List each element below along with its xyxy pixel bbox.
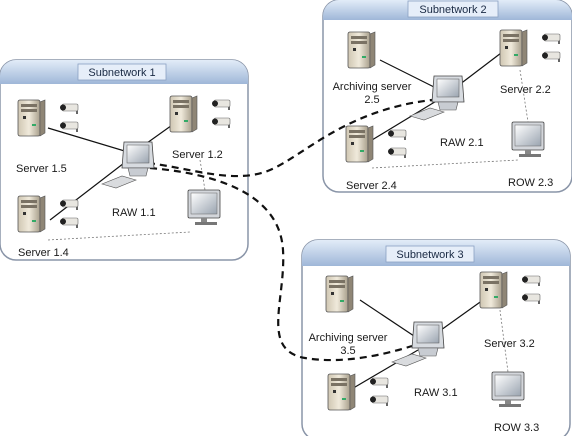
inter-subnetwork-links	[147, 98, 433, 362]
subnetwork-2-title: Subnetwork 2	[419, 4, 486, 16]
server-tower-icon	[17, 195, 46, 233]
server-1-2-label: Server 1.2	[172, 149, 223, 161]
archiving-server-3-5-label-2: 3.5	[340, 345, 355, 357]
monitor-dotted-links	[47, 69, 529, 373]
server-tower-icon	[345, 125, 374, 163]
subnetwork-1-title: Subnetwork 1	[88, 67, 155, 79]
archiving-server-2-5-label-2: 2.5	[364, 94, 379, 106]
raw-3-1-label: RAW 3.1	[414, 387, 458, 399]
server-tower-icon	[169, 95, 198, 133]
row-3-3-label: ROW 3.3	[494, 422, 539, 434]
archiving-server-3-5[interactable]	[325, 275, 354, 313]
server-tower-icon	[479, 271, 508, 309]
subnetwork-3-title: Subnetwork 3	[396, 249, 463, 261]
server-2-4-label: Server 2.4	[346, 180, 397, 192]
server-2-2-label: Server 2.2	[500, 84, 551, 96]
archiving-server-3-5-label-1: Archiving server	[309, 332, 388, 344]
archiving-server-2-5[interactable]	[347, 31, 376, 69]
server-3-2-label: Server 3.2	[484, 338, 535, 350]
server-tower-icon	[347, 31, 376, 69]
raw-1-1-label: RAW 1.1	[112, 207, 156, 219]
solid-links	[47, 49, 506, 391]
server-1-5-label: Server 1.5	[16, 163, 67, 175]
server-tower-icon	[499, 29, 528, 67]
raw-2-1-label: RAW 2.1	[440, 137, 484, 149]
server-tower-icon	[17, 99, 46, 137]
row-2-3-label: ROW 2.3	[508, 177, 553, 189]
server-tower-icon	[325, 275, 354, 313]
server-1-4-label: Server 1.4	[18, 247, 69, 259]
server-tower-icon	[327, 373, 356, 411]
archiving-server-2-5-label-1: Archiving server	[333, 81, 412, 93]
